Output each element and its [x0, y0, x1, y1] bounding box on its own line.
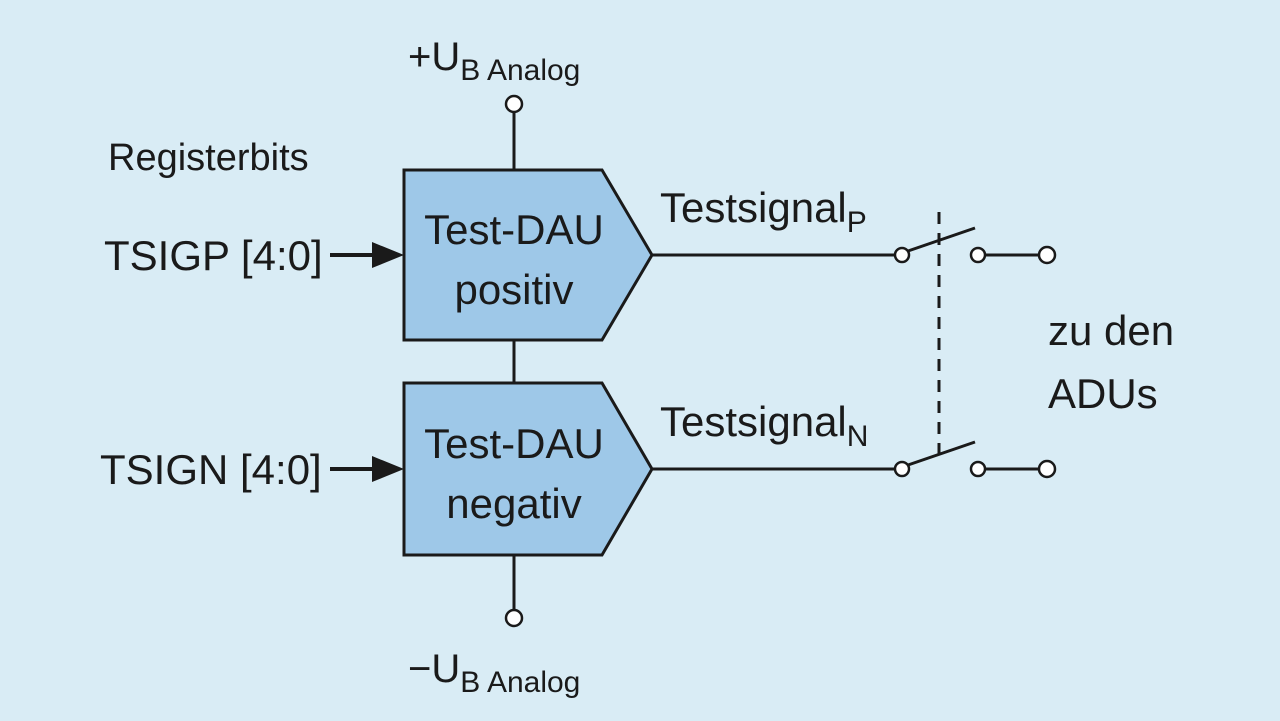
block-negative-shape — [402, 381, 654, 557]
registerbits-label: Registerbits — [108, 137, 309, 179]
supply-top-label: +UB Analog — [408, 35, 580, 87]
block-negative-line2: negativ — [446, 480, 581, 527]
switch-n-contact-terminal — [969, 460, 987, 478]
switch-p-output-terminal — [1037, 245, 1057, 265]
input-tsign-label: TSIGN [4:0] — [100, 446, 322, 493]
block-positive-line2: positiv — [454, 266, 573, 313]
signal-n-label: TestsignalN — [660, 398, 868, 453]
supply-bottom-terminal — [504, 608, 524, 628]
signal-p-label: TestsignalP — [660, 184, 867, 239]
supply-bottom-label: −UB Analog — [408, 647, 580, 699]
block-positive-line1: Test-DAU — [424, 206, 604, 253]
output-label-line1: zu den — [1048, 307, 1174, 354]
switch-n-output-terminal — [1037, 459, 1057, 479]
switch-p-contact-terminal — [969, 246, 987, 264]
input-tsigp-label: TSIGP [4:0] — [104, 232, 323, 279]
output-label-line2: ADUs — [1048, 370, 1158, 417]
switch-p-input-terminal — [893, 246, 911, 264]
switch-n-input-terminal — [893, 460, 911, 478]
switch-p-blade — [907, 226, 976, 253]
input-tsigp-arrowhead — [372, 242, 404, 268]
block-positive-shape — [402, 168, 654, 342]
input-tsign-arrowhead — [372, 456, 404, 482]
supply-top-terminal — [504, 94, 524, 114]
switch-n-blade — [907, 440, 976, 467]
block-negative-line1: Test-DAU — [424, 420, 604, 467]
